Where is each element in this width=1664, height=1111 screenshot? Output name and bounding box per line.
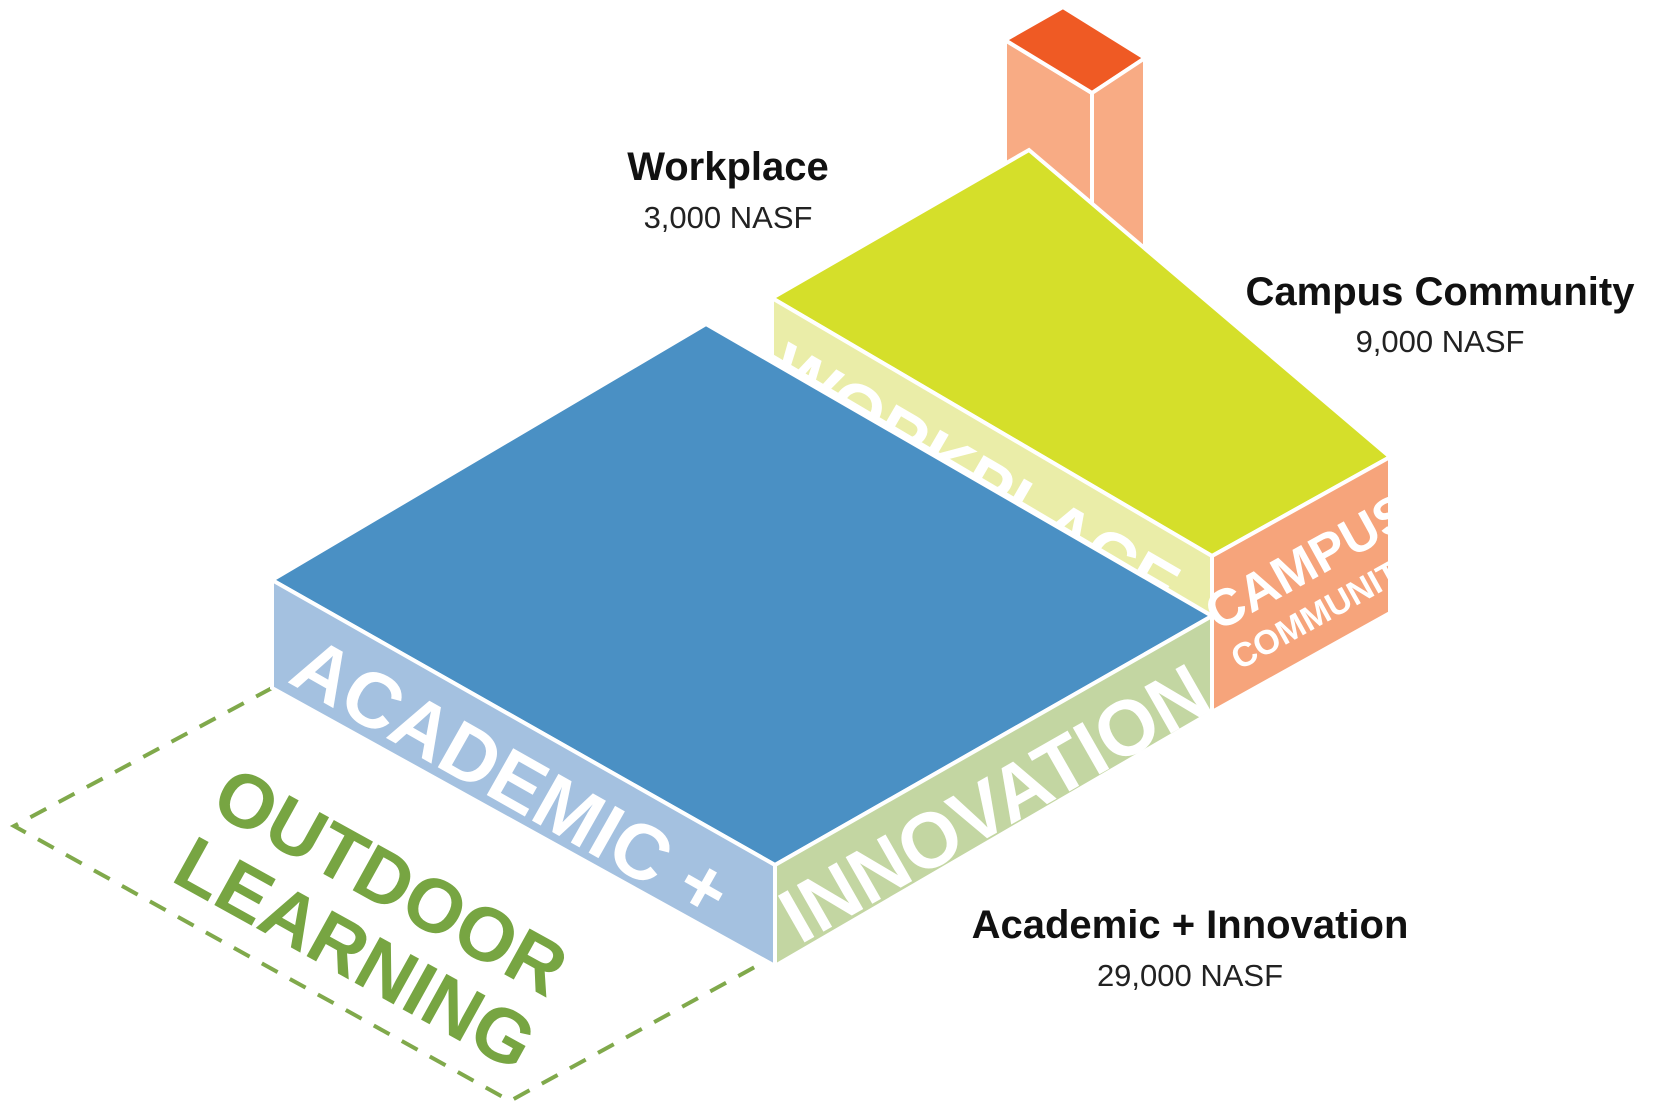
campus-community-callout-area: 9,000 NASF (1356, 324, 1525, 359)
academic-innovation-callout-name: Academic + Innovation (972, 903, 1409, 947)
campus-community-callout: Campus Community 9,000 NASF (1246, 270, 1636, 359)
campus-community-callout-name: Campus Community (1246, 270, 1636, 314)
workplace-callout-area: 3,000 NASF (644, 200, 813, 235)
academic-innovation-callout: Academic + Innovation 29,000 NASF (972, 903, 1409, 993)
outdoor-learning-outline (9, 686, 776, 1104)
workplace-callout-name: Workplace (627, 145, 829, 189)
academic-innovation-right-face (773, 612, 1214, 970)
academic-innovation-callout-area: 29,000 NASF (1097, 958, 1283, 993)
workplace-callout: Workplace 3,000 NASF (627, 145, 829, 235)
